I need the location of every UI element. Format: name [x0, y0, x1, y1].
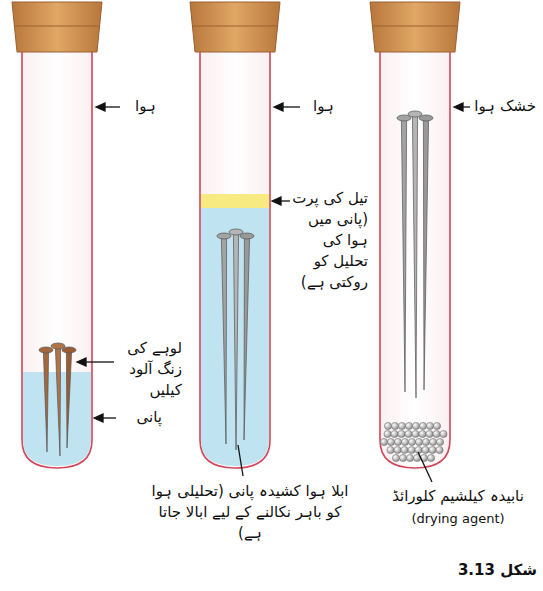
test-tube	[190, 2, 280, 468]
callout-label: ہوا	[116, 96, 156, 117]
callout-label: پانی	[118, 407, 162, 428]
callout-label: خشک ہوا	[466, 96, 536, 117]
calcium-chloride-granules	[380, 422, 447, 461]
callout-label: ہوا	[294, 96, 334, 117]
callout-label: ابلا ہوا کشیدہ پانی (تحلیلی ہوا کو باہر …	[150, 481, 350, 544]
callout-label: (drying agent)	[398, 508, 518, 529]
test-tube	[370, 2, 460, 468]
iron-nails	[39, 111, 433, 456]
callout-label: لوہے کی زنگ آلود کیلیں	[116, 338, 182, 401]
test-tube	[12, 2, 102, 468]
callout-label: نابیدہ کیلشیم کلورائڈ	[378, 486, 538, 507]
callout-label: تیل کی پرت (پانی میں ہوا کی تحلیل کو روک…	[286, 188, 368, 293]
pointer-arrows	[77, 103, 470, 482]
figure-caption: شکل 3.13	[445, 560, 537, 581]
